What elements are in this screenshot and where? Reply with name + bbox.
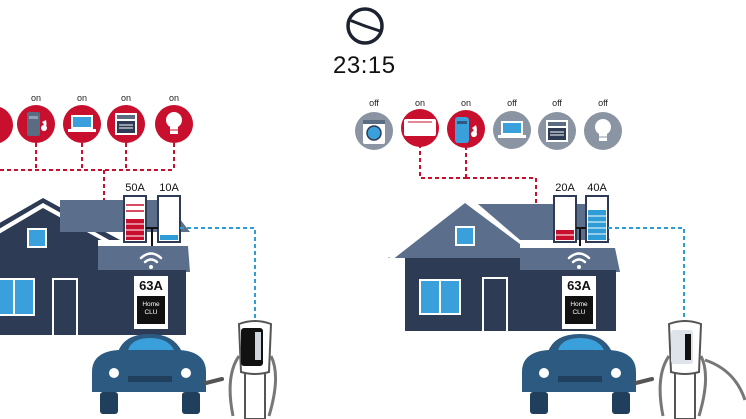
right-appliance-washing-machine xyxy=(355,112,393,150)
right-battery-ev-label: 40A xyxy=(587,182,607,194)
left-main-fuse-label: 63A xyxy=(139,278,163,293)
left-meter-line2: CLU xyxy=(144,309,158,316)
right-car-icon xyxy=(522,334,654,414)
right-battery-connector xyxy=(576,227,586,246)
left-car-icon xyxy=(92,334,224,414)
right-appliance-state-heater: on xyxy=(414,98,425,108)
right-scene xyxy=(355,109,746,419)
right-ev-wire xyxy=(608,227,685,322)
right-appliance-water-heater xyxy=(447,110,485,148)
left-appliance-oven xyxy=(107,105,145,143)
left-appliance-state-water-heater: on xyxy=(30,93,41,103)
left-battery-home-label: 50A xyxy=(125,182,145,194)
right-meter-line2: CLU xyxy=(572,309,586,316)
right-battery-home-label: 20A xyxy=(555,182,575,194)
right-battery-ev xyxy=(585,195,609,243)
right-house xyxy=(388,196,620,333)
left-appliance-laptop xyxy=(63,105,101,143)
left-ev-wire xyxy=(180,227,256,322)
right-meter-line1: Home xyxy=(570,301,588,308)
right-ev-charger xyxy=(658,320,746,419)
left-house xyxy=(0,198,190,337)
right-battery-home xyxy=(553,195,577,243)
right-appliance-state-water-heater: on xyxy=(460,98,471,108)
left-wifi-icon xyxy=(139,252,163,269)
right-appliance-laptop xyxy=(493,111,531,149)
right-appliance-state-laptop: off xyxy=(507,98,517,108)
right-appliance-state-washing-machine: off xyxy=(369,98,379,108)
left-appliance-light-bulb xyxy=(155,105,193,143)
left-battery-connector xyxy=(146,227,158,246)
right-main-fuse-label: 63A xyxy=(567,278,591,293)
right-appliance-state-light-bulb: off xyxy=(598,98,608,108)
right-appliance-light-bulb xyxy=(584,112,622,150)
left-ev-charger xyxy=(228,320,277,419)
left-meter-label: Home CLU xyxy=(134,301,168,317)
right-meter-label: Home CLU xyxy=(562,301,596,317)
right-appliance-oven xyxy=(538,112,576,150)
left-battery-home xyxy=(123,195,147,243)
left-battery-ev xyxy=(157,195,181,243)
right-meter-box xyxy=(562,276,596,329)
clock-icon xyxy=(346,7,384,45)
right-appliance-state-oven: off xyxy=(552,98,562,108)
left-meter-line1: Home xyxy=(142,301,160,308)
right-wifi-icon xyxy=(567,252,591,269)
left-appliance-washing-machine xyxy=(0,106,13,144)
right-appliance-heater xyxy=(401,109,439,147)
left-appliance-state-light-bulb: on xyxy=(168,93,179,103)
left-appliance-state-oven: on xyxy=(120,93,131,103)
left-scene xyxy=(0,105,277,419)
left-meter-box xyxy=(134,276,168,329)
left-appliance-state-laptop: on xyxy=(76,93,87,103)
left-battery-ev-label: 10A xyxy=(159,182,179,194)
left-appliance-water-heater xyxy=(17,105,55,143)
clock-time: 23:15 xyxy=(333,52,396,79)
